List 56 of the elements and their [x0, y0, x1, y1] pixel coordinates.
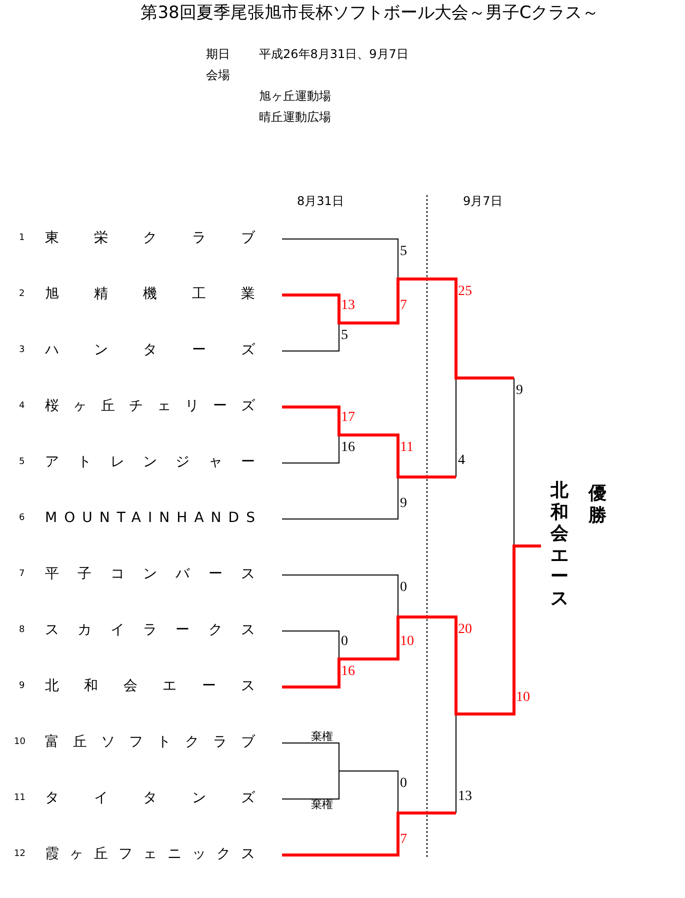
score: 13 — [458, 790, 472, 804]
info-text: 期日 — [206, 48, 230, 60]
score: 5 — [341, 329, 348, 343]
info-text: 旭ヶ丘運動場 — [259, 90, 331, 102]
team-name: タイタンズ — [45, 791, 255, 805]
team-name: 平子コンバース — [45, 567, 255, 581]
score: 0 — [341, 635, 348, 649]
score: 0 — [400, 581, 407, 595]
score: 7 — [400, 833, 407, 847]
seed-number: 10 — [14, 738, 26, 746]
team-name: スカイラークス — [45, 623, 255, 637]
team-name: 北和会エース — [45, 679, 255, 693]
team-name: 旭精機工業 — [45, 287, 255, 301]
seed-number: 4 — [19, 402, 25, 410]
score: 5 — [400, 245, 407, 259]
seed-number: 6 — [19, 514, 25, 522]
seed-number: 8 — [19, 626, 25, 634]
team-name: MOUNTAINHANDS — [45, 511, 255, 525]
score: 9 — [400, 497, 407, 511]
team-name: ハンターズ — [45, 343, 255, 357]
score: 16 — [341, 441, 355, 455]
score: 0 — [400, 777, 407, 791]
seed-number: 11 — [14, 794, 26, 802]
info-text: 8月31日 — [297, 195, 344, 207]
team-name: 桜ヶ丘チェリーズ — [45, 399, 255, 413]
info-text: 晴丘運動広場 — [259, 111, 331, 123]
seed-number: 1 — [19, 234, 25, 242]
score: 25 — [458, 285, 472, 299]
forfeit-note: 棄権 — [311, 798, 333, 810]
score: 13 — [341, 299, 355, 313]
champion-text: 優勝 — [588, 483, 607, 526]
score: 10 — [516, 691, 530, 705]
score: 16 — [341, 665, 355, 679]
info-text: 9月7日 — [463, 195, 502, 207]
score: 11 — [400, 441, 414, 455]
score: 17 — [341, 411, 355, 425]
seed-number: 3 — [19, 346, 25, 354]
seed-number: 5 — [19, 458, 25, 466]
score: 9 — [516, 384, 523, 398]
forfeit-note: 棄権 — [311, 730, 333, 742]
seed-number: 9 — [19, 682, 25, 690]
score: 10 — [400, 635, 414, 649]
score: 20 — [458, 623, 472, 637]
team-name: 富丘ソフトクラブ — [45, 735, 255, 749]
title: 第38回夏季尾張旭市長杯ソフトボール大会～男子Cクラス～ — [140, 5, 600, 22]
team-name: 東栄クラブ — [45, 231, 255, 245]
seed-number: 2 — [19, 290, 25, 298]
seed-number: 12 — [14, 850, 26, 858]
score: 7 — [400, 299, 407, 313]
team-name: アトレンジャー — [45, 455, 255, 469]
info-text: 会場 — [206, 69, 230, 81]
score: 4 — [458, 454, 465, 468]
info-text: 平成26年8月31日、9月7日 — [259, 48, 408, 60]
team-name: 霞ヶ丘フェニックス — [45, 847, 255, 861]
champion-text: 北和会エース — [550, 480, 569, 610]
seed-number: 7 — [19, 570, 25, 578]
